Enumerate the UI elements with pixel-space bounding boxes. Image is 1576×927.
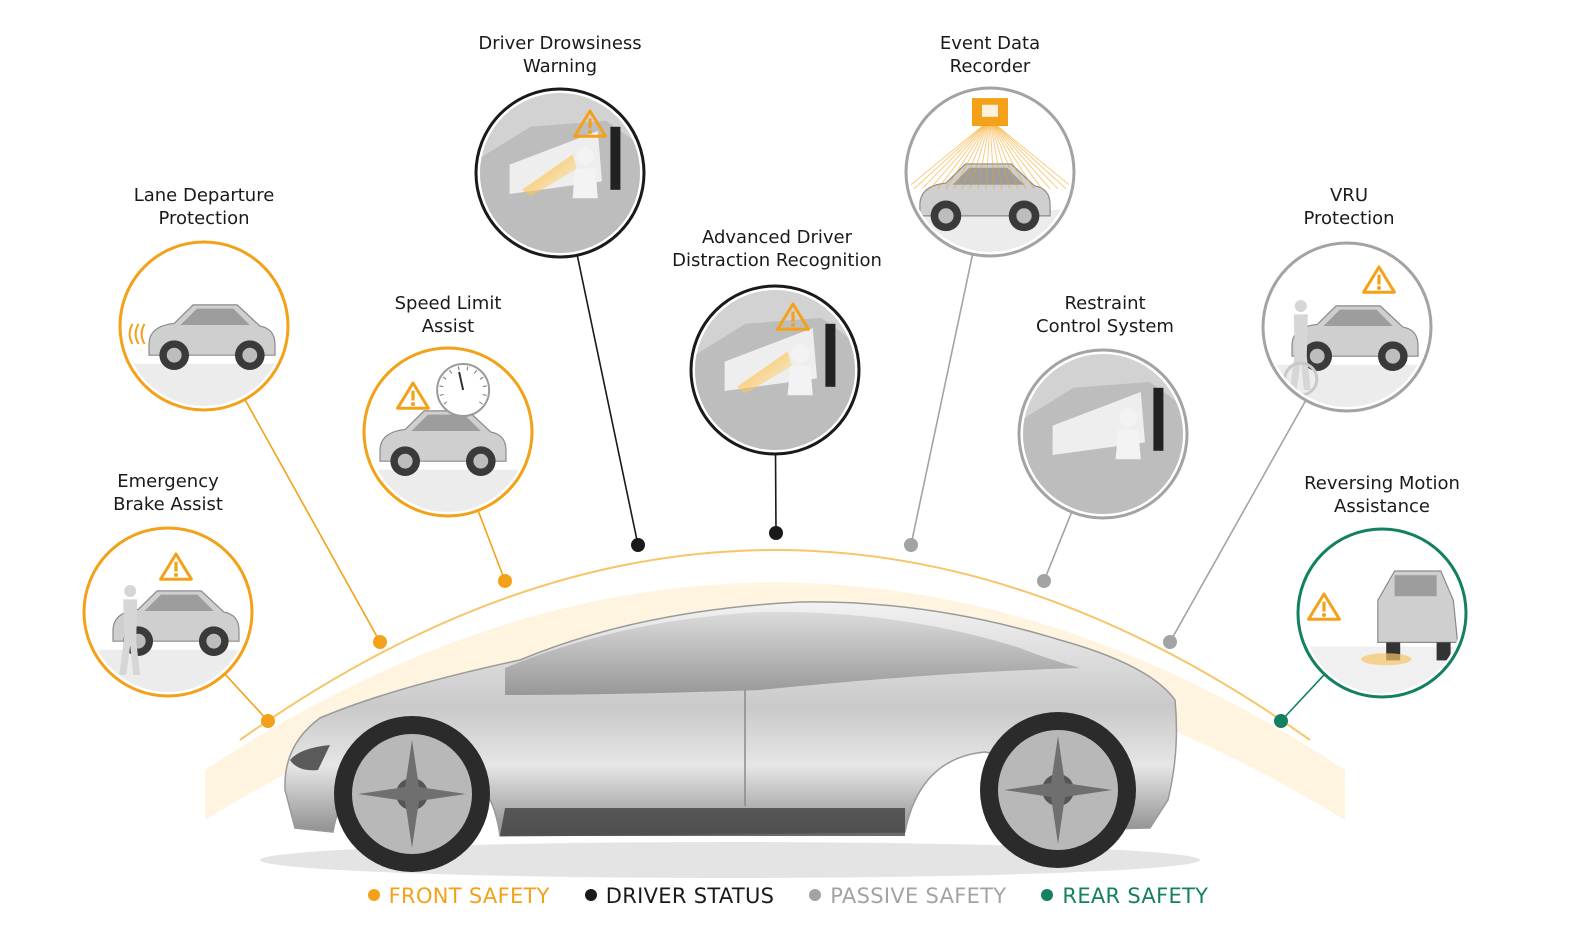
feature-circle-lane-departure — [118, 240, 290, 412]
feature-label-line2: Assist — [421, 316, 475, 337]
warning-icon — [776, 302, 810, 331]
legend-item-passive: PASSIVE SAFETY — [809, 884, 1006, 908]
feature-circle-emergency-brake — [82, 526, 254, 698]
connector-restraint-control — [1043, 511, 1073, 582]
connector-vru-protection — [1169, 399, 1307, 643]
feature-label-line2: Brake Assist — [113, 494, 223, 515]
rear-wheel — [980, 712, 1136, 868]
arc-dots — [261, 526, 1288, 728]
feature-label-line2: Recorder — [949, 56, 1031, 77]
feature-circles — [82, 86, 1468, 699]
feature-label-line1: Lane Departure — [133, 185, 275, 206]
connector-lines — [224, 254, 1326, 722]
feature-label-line1: VRU — [1329, 185, 1368, 206]
feature-label-line1: Speed Limit — [394, 293, 502, 314]
arc-dot-distraction-recognition — [769, 526, 783, 540]
warning-icon — [1362, 265, 1396, 294]
legend-dot-passive — [809, 889, 822, 901]
warning-icon — [159, 552, 193, 581]
feature-circle-distraction-recognition — [689, 284, 861, 456]
arc-dot-restraint-control — [1037, 574, 1051, 588]
main-car — [284, 601, 1178, 872]
warning-icon — [573, 109, 607, 138]
car-windows — [505, 611, 1080, 695]
feature-label-line1: Driver Drowsiness — [478, 33, 642, 54]
feature-label-line2: Assistance — [1334, 496, 1430, 517]
legend-label-front: FRONT SAFETY — [388, 884, 550, 908]
feature-label-line2: Protection — [1303, 208, 1395, 229]
arc-dot-lane-departure — [373, 635, 387, 649]
feature-label-line1: Event Data — [939, 33, 1041, 54]
legend-item-front: FRONT SAFETY — [367, 884, 550, 908]
connector-emergency-brake — [224, 673, 269, 722]
legend-item-driver: DRIVER STATUS — [584, 884, 775, 908]
feature-label-line1: Advanced Driver — [701, 227, 853, 248]
legend-dot-driver — [584, 889, 597, 901]
feature-circle-speed-limit — [362, 346, 534, 518]
arc-dot-speed-limit — [498, 574, 512, 588]
feature-label-line1: Restraint — [1064, 293, 1146, 314]
feature-label-line2: Warning — [522, 56, 598, 77]
car-sill — [500, 808, 905, 836]
headlight — [290, 745, 330, 771]
warning-icon — [1307, 592, 1341, 621]
legend-label-rear: REAR SAFETY — [1062, 884, 1209, 908]
connector-driver-drowsiness — [576, 255, 639, 546]
feature-label-line2: Distraction Recognition — [672, 250, 882, 271]
warning-icon — [396, 381, 430, 410]
feature-circle-vru-protection — [1261, 241, 1433, 413]
feature-label-line1: Reversing Motion — [1304, 473, 1460, 494]
car-shadow — [260, 842, 1200, 878]
feature-label-line2: Control System — [1036, 316, 1174, 337]
arc-dot-emergency-brake — [261, 714, 275, 728]
legend-dot-front — [367, 889, 380, 901]
arc-dot-vru-protection — [1163, 635, 1177, 649]
feature-circle-driver-drowsiness — [474, 87, 646, 259]
arc-dot-reversing-motion — [1274, 714, 1288, 728]
feature-label-line1: Emergency — [117, 471, 219, 492]
arc-line — [239, 549, 1311, 741]
legend-dot-rear — [1041, 889, 1054, 901]
front-wheel — [334, 716, 490, 872]
feature-circle-restraint-control — [1017, 348, 1189, 520]
legend-label-passive: PASSIVE SAFETY — [830, 884, 1007, 908]
connector-speed-limit — [477, 510, 506, 582]
legend-item-rear: REAR SAFETY — [1041, 884, 1208, 908]
arc-dot-event-data-recorder — [904, 538, 918, 552]
arc-dot-driver-drowsiness — [631, 538, 645, 552]
connector-lane-departure — [244, 398, 381, 643]
feature-label-line2: Protection — [158, 208, 250, 229]
legend: FRONT SAFETY DRIVER STATUS PASSIVE SAFET… — [0, 884, 1576, 908]
connector-event-data-recorder — [910, 254, 974, 546]
feature-circle-reversing-motion — [1296, 527, 1468, 699]
connector-reversing-motion — [1280, 673, 1326, 722]
feature-circle-event-data-recorder — [904, 86, 1076, 258]
legend-label-driver: DRIVER STATUS — [605, 884, 775, 908]
